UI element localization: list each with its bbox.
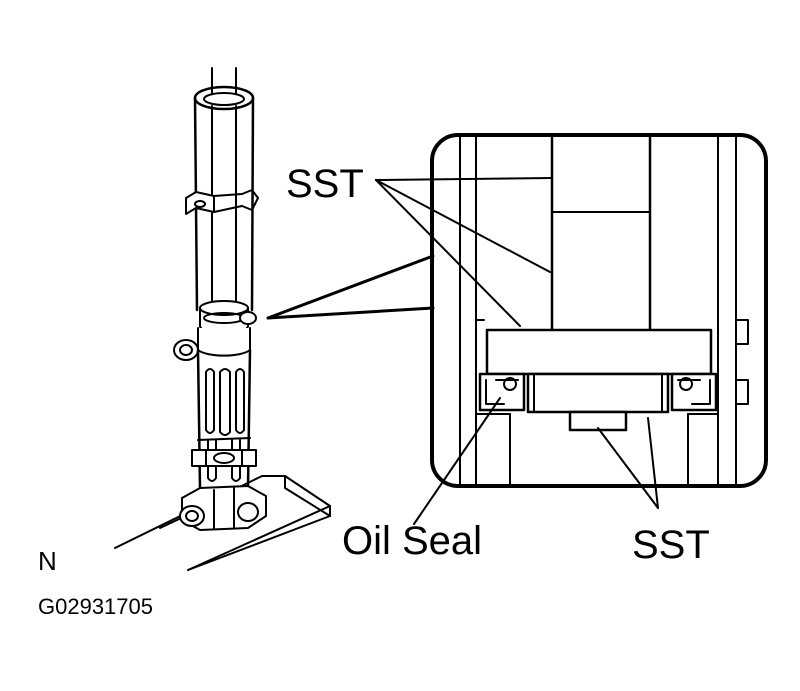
leader-lines xyxy=(375,177,659,525)
inset-frame xyxy=(430,133,768,488)
corner-letter: N xyxy=(38,546,57,576)
figure-code: G02931705 xyxy=(38,594,153,619)
lower-flange xyxy=(179,485,267,531)
sst-support-lower xyxy=(568,410,628,432)
oil-seal-right xyxy=(670,372,718,412)
detail-pointer xyxy=(266,254,435,320)
column-housing xyxy=(173,327,257,490)
oil-seal-left xyxy=(478,372,526,412)
inner-shaft xyxy=(211,67,237,95)
tube-clip xyxy=(185,189,259,215)
sst-bottom-label: SST xyxy=(632,523,710,567)
oil-seal-label: Oil Seal xyxy=(342,519,482,563)
sst-top-label: SST xyxy=(286,162,364,206)
inner-bearing xyxy=(526,372,670,414)
housing-bore xyxy=(459,135,749,485)
steering-shaft-assembly xyxy=(114,67,331,571)
sst-driver-upper xyxy=(485,134,713,376)
detail-inset xyxy=(430,133,768,488)
